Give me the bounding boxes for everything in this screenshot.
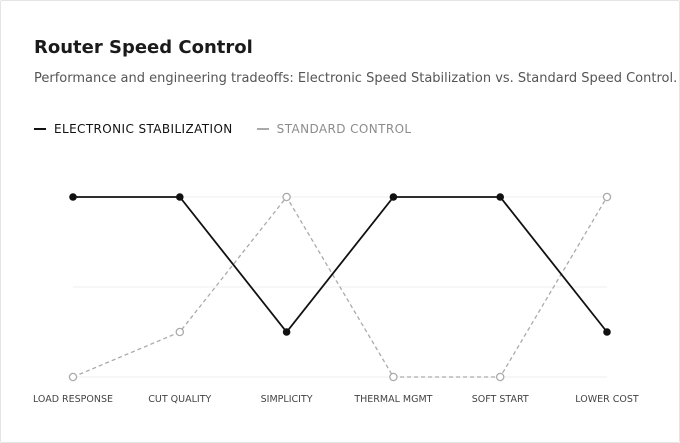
data-point-electronic-5[interactable]: [603, 328, 611, 336]
legend-label-electronic: ELECTRONIC STABILIZATION: [54, 122, 233, 136]
data-point-electronic-3[interactable]: [389, 193, 398, 201]
data-point-electronic-1[interactable]: [176, 193, 184, 201]
data-point-electronic-0[interactable]: [69, 193, 77, 201]
x-tick-label-3: THERMAL MGMT: [353, 394, 432, 405]
data-point-standard-2[interactable]: [282, 192, 291, 202]
legend-item-electronic[interactable]: ELECTRONIC STABILIZATION: [34, 122, 233, 136]
x-tick-label-2: SIMPLICITY: [261, 394, 313, 405]
x-tick-label-4: SOFT START: [472, 394, 529, 405]
series-line-electronic: [73, 196, 608, 334]
data-point-standard-0[interactable]: [68, 372, 78, 382]
legend-item-standard[interactable]: STANDARD CONTROL: [256, 122, 412, 136]
x-tick-label-1: CUT QUALITY: [148, 394, 211, 405]
legend-dashed-line-icon: [256, 128, 269, 130]
chart-subtitle: Performance and engineering tradeoffs: E…: [34, 71, 678, 86]
data-point-electronic-4[interactable]: [496, 193, 505, 201]
x-tick-label-5: LOWER COST: [575, 394, 639, 405]
x-tick-label-0: LOAD RESPONSE: [33, 394, 113, 405]
legend-solid-line-icon: [34, 128, 46, 130]
data-point-standard-1[interactable]: [175, 327, 185, 337]
series-line-standard: [72, 195, 608, 378]
chart-legend: ELECTRONIC STABILIZATION STANDARD CONTRO…: [34, 121, 436, 137]
chart-title: Router Speed Control: [34, 37, 253, 58]
series-layer: [68, 192, 612, 382]
data-point-standard-5[interactable]: [602, 192, 612, 202]
x-axis-tick-labels: LOAD RESPONSE CUT QUALITY SIMPLICITY THERMA…: [33, 394, 639, 405]
data-point-standard-3[interactable]: [389, 372, 398, 382]
legend-label-standard: STANDARD CONTROL: [276, 122, 412, 136]
data-point-electronic-2[interactable]: [282, 328, 291, 336]
data-point-standard-4[interactable]: [495, 372, 505, 382]
